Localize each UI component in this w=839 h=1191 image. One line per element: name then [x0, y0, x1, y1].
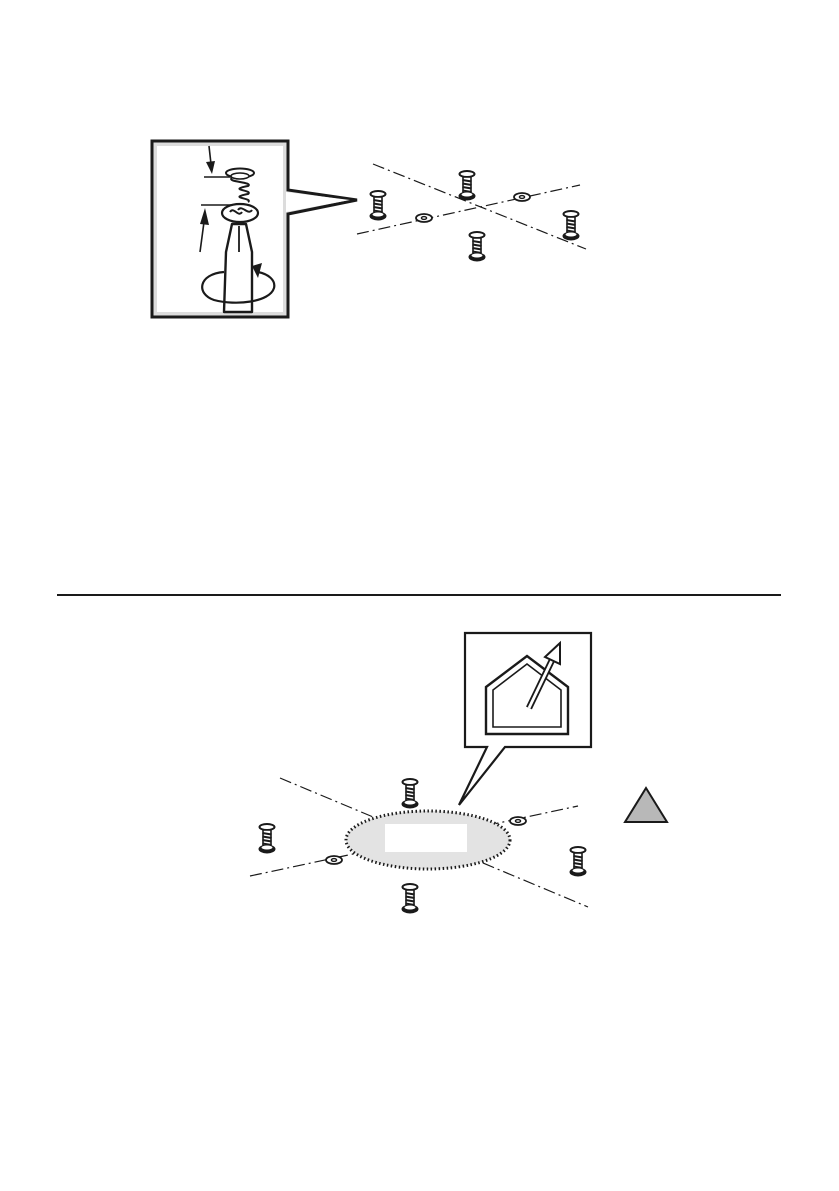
- screw-icon: [469, 232, 486, 262]
- screwdriver-icon: [224, 224, 252, 312]
- house-vent-callout: [459, 633, 591, 805]
- washer-icon: [510, 817, 526, 825]
- washer-icon: [326, 856, 342, 864]
- screw-icon: [370, 191, 387, 221]
- screw-icon: [259, 824, 276, 854]
- washer-icon: [416, 214, 432, 222]
- figure-screw-layout: [152, 141, 586, 317]
- warning-triangle-icon: [625, 788, 667, 822]
- screw-icon: [402, 779, 419, 809]
- screw-icon: [402, 884, 419, 914]
- screw-icon: [459, 171, 476, 201]
- screw-icon: [563, 211, 580, 241]
- screwdriver-detail-callout: [152, 141, 357, 317]
- ventilation-zone: [346, 811, 510, 869]
- washer-icon: [514, 193, 530, 201]
- figure-ventilation-layout: [250, 633, 667, 914]
- screw-icon: [570, 847, 587, 877]
